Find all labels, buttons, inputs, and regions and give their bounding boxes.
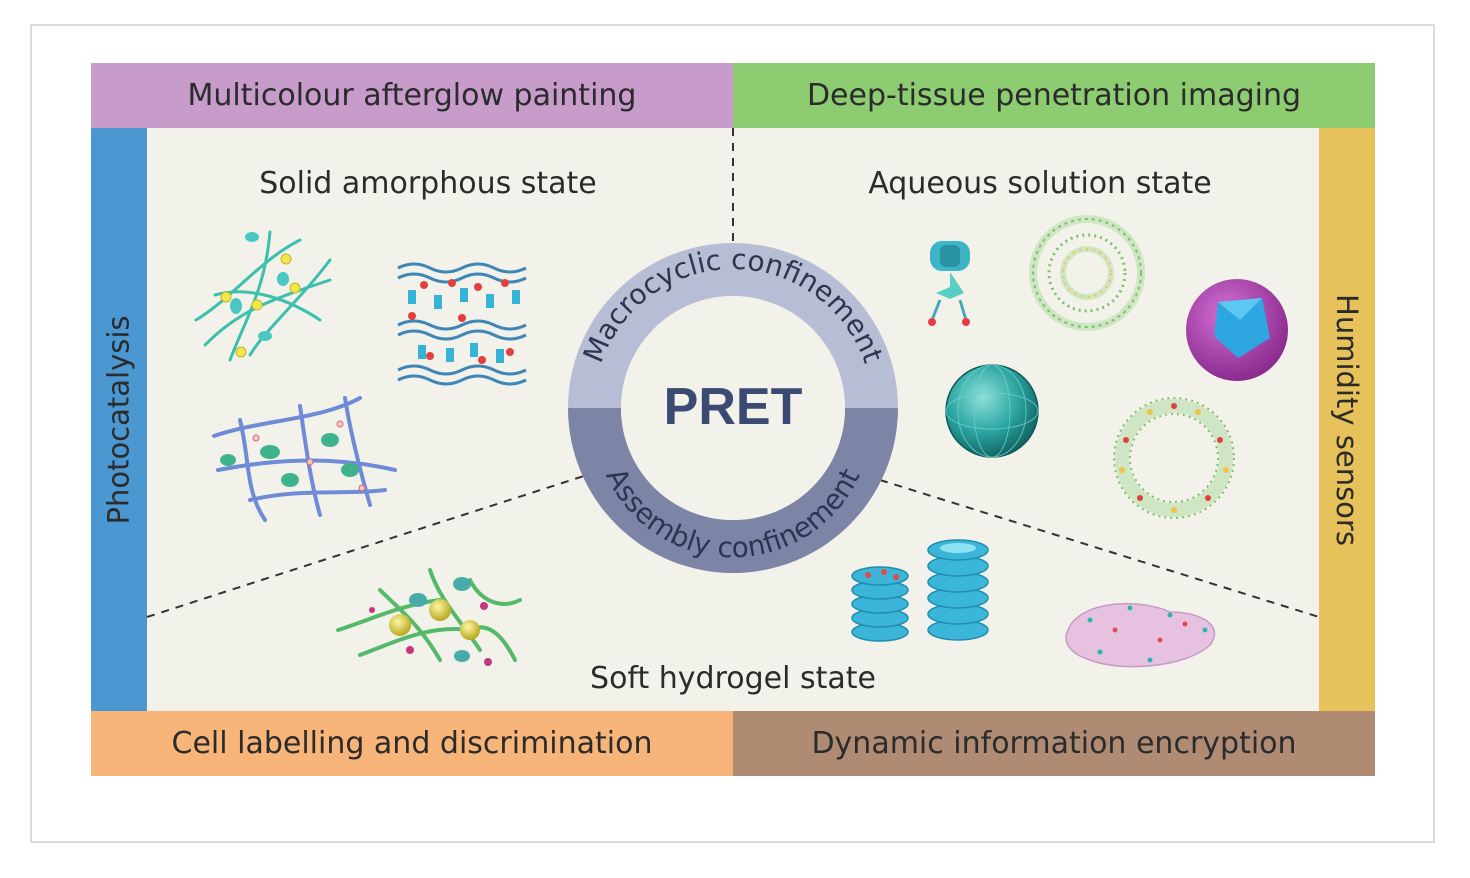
band-label-bottom-right: Dynamic information encryption [811, 726, 1297, 761]
hydrogel-pink-sheets [1065, 602, 1216, 668]
divider-right [879, 479, 1320, 618]
band-label-bottom-left: Cell labelling and discrimination [171, 726, 653, 761]
solid-mesh-illustration [212, 396, 397, 522]
ring-center [621, 296, 845, 520]
state-label-aqueous: Aqueous solution state [868, 166, 1212, 201]
state-label-hydrogel: Soft hydrogel state [590, 661, 876, 696]
aqueous-purple-particle [1186, 279, 1288, 381]
ring-top-half [568, 243, 898, 408]
band-multicolour-afterglow-painting: Multicolour afterglow painting [91, 63, 733, 128]
band-label-top-left: Multicolour afterglow painting [187, 78, 637, 113]
pret-title: PRET [664, 378, 803, 436]
band-label-top-right: Deep-tissue penetration imaging [806, 78, 1302, 113]
aqueous-vesicle [1029, 215, 1145, 331]
band-cell-labelling: Cell labelling and discrimination [91, 711, 733, 776]
band-dynamic-encryption: Dynamic information encryption [733, 711, 1375, 776]
solid-fibers-illustration [194, 230, 332, 362]
band-deep-tissue-imaging: Deep-tissue penetration imaging [733, 63, 1375, 128]
state-label-solid: Solid amorphous state [259, 166, 597, 201]
aqueous-host-molecule [928, 241, 970, 326]
hydrogel-stacked-columns [851, 539, 989, 642]
dashed-dividers [146, 128, 1320, 618]
aqueous-teal-sphere [945, 364, 1039, 458]
ring-bottom-half [568, 408, 898, 573]
divider-left [146, 473, 591, 618]
band-humidity-sensors: Humidity sensors [1319, 128, 1375, 711]
solid-layers-illustration [397, 262, 527, 386]
band-photocatalysis: Photocatalysis [91, 128, 147, 711]
aqueous-micelle-ring [1113, 397, 1235, 519]
pret-ring [568, 243, 898, 573]
hydrogel-network [336, 568, 522, 666]
